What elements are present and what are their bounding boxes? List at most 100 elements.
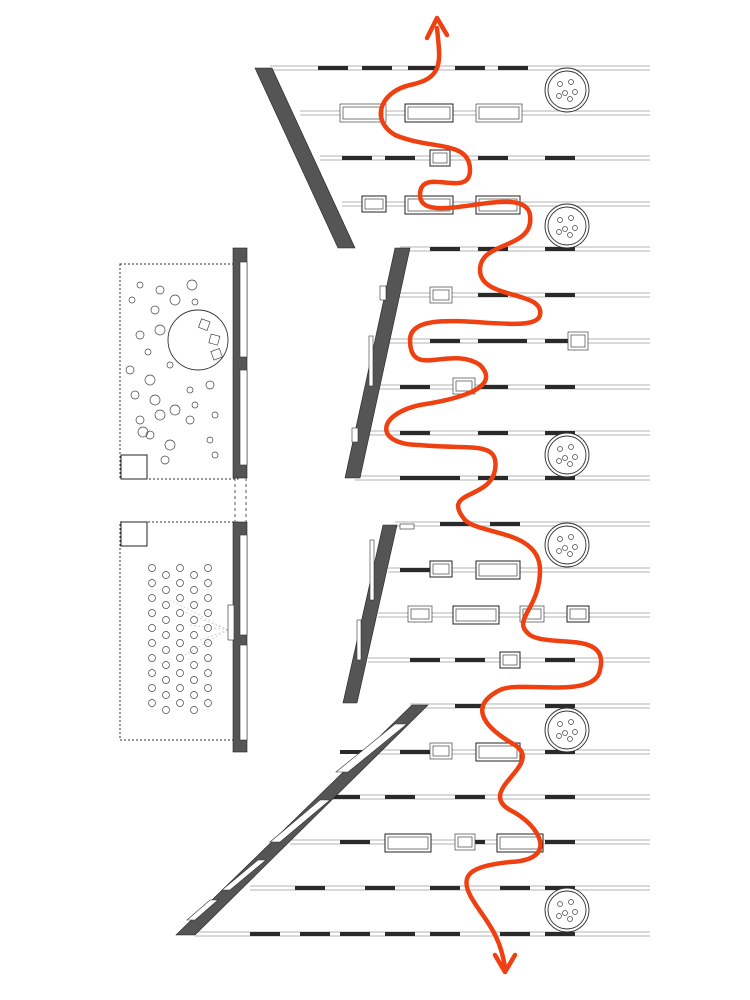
rail-dash [400, 750, 430, 754]
rail-dash [545, 476, 575, 480]
wall-opening [351, 427, 359, 443]
wall-segment-lower-mid [342, 524, 398, 704]
chair-icon [176, 699, 184, 707]
rail-dash [400, 568, 430, 572]
room-seat [135, 415, 145, 425]
table-seat [557, 81, 563, 87]
divider-notch [239, 369, 248, 466]
table-seat [572, 89, 578, 95]
display-case-inner [410, 608, 430, 620]
table-seat [567, 461, 573, 467]
circulation-route [378, 25, 604, 971]
table-seat [568, 79, 574, 85]
chair-icon [148, 564, 156, 572]
rail-dash [545, 385, 575, 389]
wall-opening [369, 539, 375, 601]
rail-dash [340, 840, 370, 844]
wall-cutout [186, 899, 219, 921]
room-seat [154, 409, 166, 421]
table-seat [557, 721, 563, 727]
chair-icon [190, 571, 198, 579]
display-case-inner [432, 152, 448, 164]
room-seat [144, 348, 152, 356]
rail-dash [400, 431, 430, 435]
wall-segment-upper-mid [344, 247, 411, 479]
chair-icon [162, 691, 170, 699]
table-seat [562, 90, 568, 96]
table-seat [562, 545, 568, 551]
chair-icon [190, 676, 198, 684]
wall-cutout [335, 723, 408, 773]
rail-dash [410, 658, 440, 662]
chair-icon [176, 669, 184, 677]
rail-dash [498, 66, 528, 70]
rail-dash [500, 886, 530, 890]
table-seat [556, 93, 562, 99]
display-case-inner [478, 745, 518, 759]
table-seat [567, 916, 573, 922]
chair-icon [190, 631, 198, 639]
chair-icon [148, 624, 156, 632]
chair-icon [176, 609, 184, 617]
sightline [189, 624, 229, 631]
arrow-up-icon [424, 15, 450, 41]
chair-icon [204, 594, 212, 602]
round-tables [544, 67, 590, 933]
chair-icon [204, 639, 212, 647]
chair-icon [190, 646, 198, 654]
rail-dash [330, 795, 360, 799]
table-seat [568, 444, 574, 450]
rail-dash [430, 476, 460, 480]
chair-icon [204, 654, 212, 662]
table-seat [556, 733, 562, 739]
room-seat [206, 436, 214, 444]
room-seat [191, 298, 199, 306]
rail-dashes [250, 66, 575, 936]
wall-opening [379, 285, 387, 301]
rail-dash [430, 932, 460, 936]
divider-notch [239, 534, 248, 636]
divider-notch [239, 261, 248, 358]
display-case-inner [387, 836, 429, 850]
round-table-rim [547, 435, 587, 475]
rail-dash [455, 66, 485, 70]
room-seat [169, 404, 181, 416]
rail-dash [545, 156, 575, 160]
chair-icon [162, 661, 170, 669]
wall-segment-top [254, 67, 356, 249]
chair-icon [148, 579, 156, 587]
chair-icon [176, 564, 184, 572]
table-seat [572, 454, 578, 460]
room-seat [144, 374, 156, 386]
rail-dash [295, 886, 325, 890]
room-seat [154, 324, 166, 336]
chair-icon [190, 586, 198, 594]
square-stool [198, 318, 211, 331]
rail-dash [478, 293, 508, 297]
table-seat [572, 544, 578, 550]
round-table-rim [547, 70, 587, 110]
chair-icon [162, 676, 170, 684]
rail-dash [545, 247, 575, 251]
room-seat [128, 296, 136, 304]
rail-dash [340, 750, 370, 754]
rail-dash [342, 156, 372, 160]
display-case-inner [570, 334, 586, 348]
table-seat [562, 226, 568, 232]
table-seat [557, 217, 563, 223]
wall-cutout [221, 859, 267, 891]
chair-icon [162, 571, 170, 579]
rail-dash [455, 795, 485, 799]
chair-icon [190, 601, 198, 609]
display-case-inner [502, 654, 518, 666]
display-case-inner [432, 289, 450, 301]
chair-icon [148, 639, 156, 647]
round-table-rim [547, 710, 587, 750]
room-seat [149, 394, 161, 406]
chair-icon [162, 706, 170, 714]
arrow-down-icon [492, 952, 518, 975]
table-seat [562, 910, 568, 916]
rail-dash [430, 247, 460, 251]
room-seating [125, 279, 219, 465]
chair-icon [204, 624, 212, 632]
